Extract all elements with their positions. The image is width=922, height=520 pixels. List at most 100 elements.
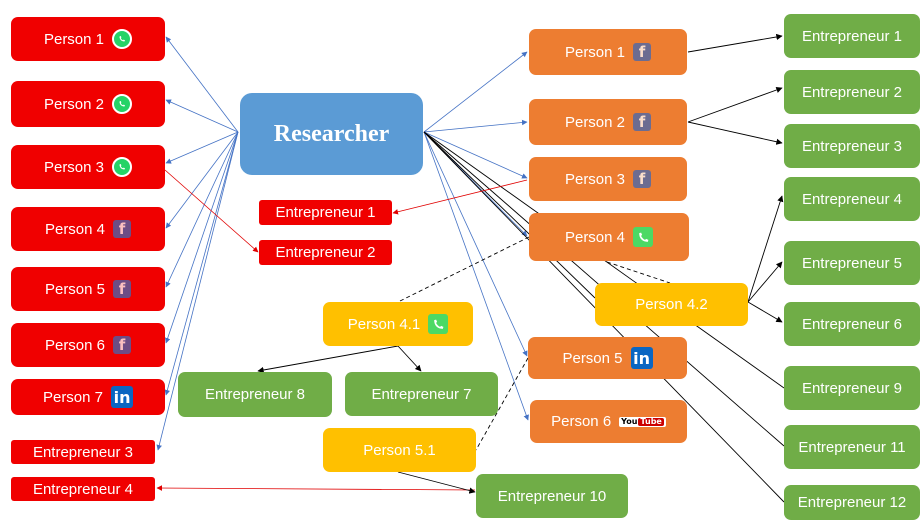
middle-entrepreneur-1-node: Entrepreneur 1 [259, 200, 392, 225]
right-entrepreneur-9-node: Entrepreneur 9 [784, 366, 920, 410]
right-entrepreneur-5-node: Entrepreneur 5 [784, 241, 920, 285]
right-entrepreneur-12-node: Entrepreneur 12 [784, 485, 920, 520]
node-label: Entrepreneur 2 [275, 244, 376, 261]
connector-line [164, 131, 239, 344]
connector-line [392, 179, 528, 215]
right-person-3-node: Person 3 f [529, 157, 687, 201]
person-5-1-node: Person 5.1 [323, 428, 476, 472]
node-label: Person 4 [564, 228, 626, 246]
right-entrepreneur-11-node: Entrepreneur 11 [784, 425, 920, 469]
node-label: Person 2 [43, 95, 105, 113]
connector-line [423, 119, 528, 133]
connector-line [423, 131, 528, 357]
connector-line [165, 131, 239, 288]
youtube-you-text: You [621, 416, 638, 426]
connector-line [397, 471, 476, 494]
researcher-node: Researcher [240, 93, 423, 175]
left-person-4-node: Person 4 f [11, 207, 165, 251]
connector-line [423, 131, 596, 299]
node-label: Person 3 [564, 170, 626, 188]
left-person-3-node: Person 3 [11, 145, 165, 189]
entrepreneur-7-node: Entrepreneur 7 [345, 372, 498, 416]
node-label: Person 4 [44, 220, 106, 238]
connector-line [423, 131, 529, 421]
person-4-2-node: Person 4.2 [595, 283, 748, 326]
phone-icon [428, 314, 449, 334]
whatsapp-icon [112, 94, 133, 114]
right-entrepreneur-1-node: Entrepreneur 1 [784, 14, 920, 58]
connector-line [397, 236, 530, 303]
node-label: Entrepreneur 3 [32, 443, 134, 461]
node-label: Entrepreneur 6 [801, 315, 903, 333]
right-entrepreneur-6-node: Entrepreneur 6 [784, 302, 920, 346]
youtube-tube-text: Tube [638, 416, 664, 426]
node-label: Person 1 [43, 30, 105, 48]
right-person-5-node: Person 5 in [528, 337, 687, 379]
right-entrepreneur-2-node: Entrepreneur 2 [784, 70, 920, 114]
connector-line [423, 131, 528, 179]
left-person-6-node: Person 6 f [11, 323, 165, 367]
person-4-1-node: Person 4.1 [323, 302, 473, 346]
node-label: Entrepreneur 5 [801, 254, 903, 272]
facebook-icon: f [633, 170, 652, 188]
node-label: Entrepreneur 8 [204, 386, 306, 403]
middle-entrepreneur-2-node: Entrepreneur 2 [259, 240, 392, 265]
node-label: Entrepreneur 4 [801, 190, 903, 208]
phone-icon [633, 227, 654, 247]
node-label: Person 6 [44, 336, 106, 354]
connector-line [747, 301, 783, 323]
node-label: Person 6 [551, 413, 612, 430]
connector-line [257, 345, 399, 374]
node-label: Person 1 [564, 43, 626, 61]
node-label: Entrepreneur 1 [801, 27, 903, 45]
connector-line [164, 131, 239, 396]
left-person-2-node: Person 2 [11, 81, 165, 127]
connector-line [397, 345, 422, 372]
node-label: Person 5.1 [363, 441, 436, 459]
connector-line [687, 121, 783, 145]
connector-line [423, 51, 528, 133]
node-label: Person 7 [42, 388, 104, 406]
connector-line [606, 261, 671, 284]
node-label: Person 2 [564, 113, 626, 131]
left-person-7-node: Person 7 in [11, 379, 165, 415]
connector-line [475, 357, 529, 451]
facebook-icon: f [633, 113, 652, 131]
connector-line [164, 169, 259, 253]
facebook-icon: f [633, 43, 652, 61]
node-label: Entrepreneur 4 [32, 480, 134, 498]
facebook-icon: f [113, 220, 132, 238]
node-label: Entrepreneur 2 [801, 83, 903, 101]
left-entrepreneur-3-node: Entrepreneur 3 [11, 440, 155, 464]
node-label: Entrepreneur 7 [371, 385, 472, 403]
connector-line [165, 99, 239, 133]
connector-line [165, 131, 239, 164]
right-person-1-node: Person 1 f [529, 29, 687, 75]
whatsapp-icon [112, 157, 133, 177]
connector-line [165, 36, 239, 133]
node-label: Person 5 [562, 349, 623, 367]
right-person-4-node: Person 4 [529, 213, 689, 261]
node-label: Entrepreneur 11 [798, 438, 906, 456]
node-label: Person 3 [43, 158, 105, 176]
node-label: Entrepreneur 9 [801, 379, 903, 397]
connector-line [687, 86, 783, 123]
node-label: Entrepreneur 12 [797, 494, 907, 511]
connector-line [156, 131, 239, 451]
node-label: Entrepreneur 1 [275, 204, 376, 221]
researcher-label: Researcher [273, 120, 390, 147]
linkedin-icon: in [630, 347, 653, 369]
left-person-5-node: Person 5 f [11, 267, 165, 311]
right-entrepreneur-3-node: Entrepreneur 3 [784, 124, 920, 168]
linkedin-icon: in [111, 386, 134, 408]
entrepreneur-10-node: Entrepreneur 10 [476, 474, 628, 518]
node-label: Entrepreneur 3 [801, 137, 903, 155]
left-person-1-node: Person 1 [11, 17, 165, 61]
node-label: Person 5 [44, 280, 106, 298]
node-label: Entrepreneur 10 [497, 487, 607, 505]
node-label: Person 4.1 [347, 315, 421, 333]
entrepreneur-8-node: Entrepreneur 8 [178, 372, 332, 417]
left-entrepreneur-4-node: Entrepreneur 4 [11, 477, 155, 501]
